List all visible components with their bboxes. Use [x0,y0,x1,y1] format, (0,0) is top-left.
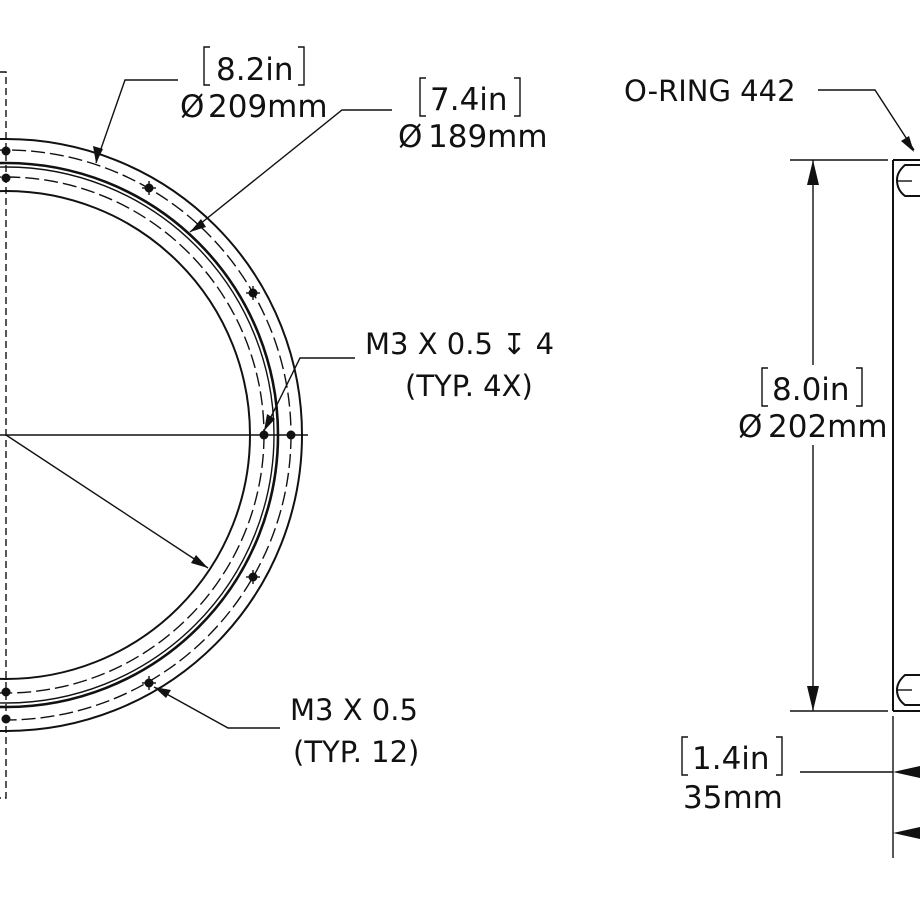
diameter-symbol: Ø [738,409,762,445]
inner-diameter-mm: 189mm [428,119,548,155]
tapped-hole-qty: (TYP. 12) [293,735,419,769]
tapped-hole-callout: M3 X 0.5 [290,693,418,727]
diameter-symbol: Ø [398,119,422,155]
dim-thickness: 1.4in 35mm [681,716,920,858]
tapped-hole-deep-qty: (TYP. 4X) [405,369,533,403]
hole-outer [1,714,11,724]
outer-diameter-inch: 8.2in [216,52,294,88]
radial-leader [5,434,209,569]
oring-diameter-mm: 202mm [768,409,888,445]
side-view: 8.0in Ø 202mm O-RING 442 1.4in 35mm [624,74,920,858]
front-view: 8.2in Ø 209mm 7.4in Ø 189mm M3 X 0.5 ↧ 4… [0,46,554,799]
hole-outer [1,146,11,156]
diameter-symbol: Ø [180,89,204,125]
hole-inner [259,430,269,440]
outer-diameter-mm: 209mm [208,89,328,125]
oring-diameter-inch: 8.0in [772,372,850,408]
hole-crosshairs [142,181,260,690]
thickness-inch: 1.4in [692,741,770,777]
dim-oring-diameter: 8.0in Ø 202mm [738,367,888,445]
hole-outer [286,430,296,440]
note-oring: O-RING 442 [624,74,915,152]
oring-groove-top [895,164,920,197]
note-tapped-hole: M3 X 0.5 (TYP. 12) [153,686,419,769]
dim-outer-diameter: 8.2in Ø 209mm [93,46,328,164]
oring-callout: O-RING 442 [624,74,796,108]
inner-diameter-inch: 7.4in [430,82,508,118]
thickness-mm: 35mm [683,780,783,816]
hole-inner [1,173,11,183]
tapped-hole-deep-callout: M3 X 0.5 ↧ 4 [365,327,554,361]
note-tapped-hole-deep: M3 X 0.5 ↧ 4 (TYP. 4X) [263,327,554,432]
dim-inner-diameter: 7.4in Ø 189mm [189,77,548,233]
hole-inner [1,687,11,697]
